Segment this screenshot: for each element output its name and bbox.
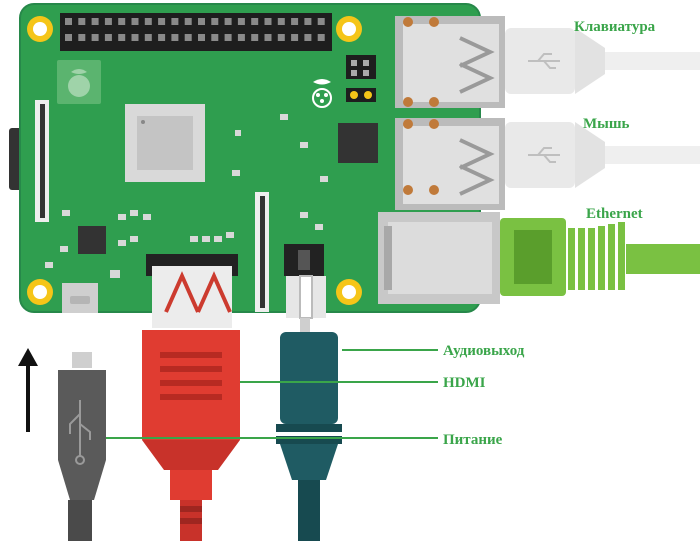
usb-ports	[395, 16, 505, 210]
mounting-holes	[27, 16, 362, 305]
raspberry-pi-board	[9, 3, 481, 328]
camera-connector	[255, 192, 269, 312]
micro-usb-port	[62, 283, 98, 313]
smd-components	[45, 114, 328, 278]
power-cable	[58, 352, 106, 541]
usb-symbol-icon	[528, 147, 560, 163]
usb-symbol-icon	[528, 53, 560, 69]
audio-cable	[276, 318, 342, 541]
raspberry-logo-icon	[312, 79, 332, 108]
hdmi-port	[146, 254, 238, 328]
processor-chip	[125, 104, 205, 182]
keyboard-usb-plug	[505, 28, 700, 94]
mouse-label: Мышь	[583, 116, 630, 132]
small-chip	[78, 226, 106, 254]
display-connector	[35, 100, 49, 222]
ethernet-port	[378, 212, 500, 304]
usb-port-top	[395, 16, 505, 108]
keyboard-label: Клавиатура	[574, 19, 656, 35]
usb-controller-chip	[338, 123, 378, 163]
usb-symbol-icon	[69, 400, 91, 465]
mouse-usb-plug	[505, 122, 700, 188]
gpio-header	[60, 13, 332, 51]
label-lines	[106, 349, 438, 439]
power-label: Питание	[443, 432, 503, 448]
labels: Клавиатура Мышь Ethernet Аудиовыход HDMI…	[443, 19, 656, 448]
hdmi-label: HDMI	[443, 375, 486, 391]
raspberry-logo-icon	[57, 60, 101, 104]
up-arrow-icon	[18, 348, 38, 432]
audio-label: Аудиовыход	[443, 343, 525, 359]
usb-port-bottom	[395, 118, 505, 210]
ethernet-plug	[500, 218, 700, 296]
hdmi-cable	[142, 330, 240, 541]
audio-jack	[284, 244, 326, 319]
jumper-header	[346, 55, 376, 102]
ethernet-label: Ethernet	[586, 206, 643, 222]
